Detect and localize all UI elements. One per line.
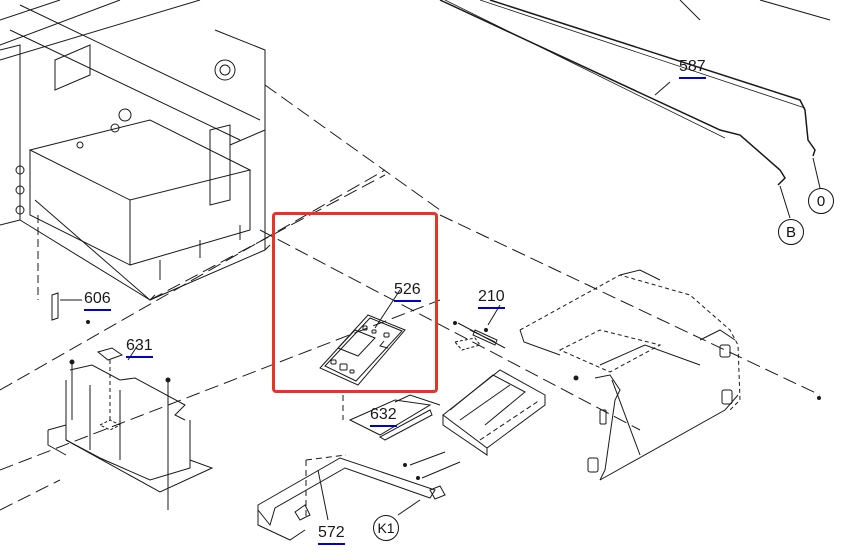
part-631-cover (47, 344, 214, 510)
callout-k1: K1 (373, 515, 399, 541)
callout-b: B (778, 219, 804, 245)
part-label-526[interactable]: 526 (394, 282, 421, 302)
selected-part-highlight (272, 212, 438, 393)
part-572-cable (257, 454, 446, 541)
part-label-606[interactable]: 606 (84, 291, 111, 311)
part-label-572[interactable]: 572 (318, 525, 345, 545)
callout-0: 0 (808, 188, 834, 214)
part-label-631[interactable]: 631 (126, 338, 153, 358)
part-210-hinge (453, 304, 506, 351)
part-632-tray (348, 394, 441, 441)
part-526-panel (319, 289, 406, 420)
part-587-rods (439, 0, 831, 219)
part-label-587[interactable]: 587 (679, 59, 706, 79)
part-label-210[interactable]: 210 (478, 289, 505, 309)
part-label-632[interactable]: 632 (370, 407, 397, 427)
printer-chassis (0, 0, 271, 324)
right-housing-cover (519, 269, 821, 481)
cassette-bracket (403, 369, 546, 480)
